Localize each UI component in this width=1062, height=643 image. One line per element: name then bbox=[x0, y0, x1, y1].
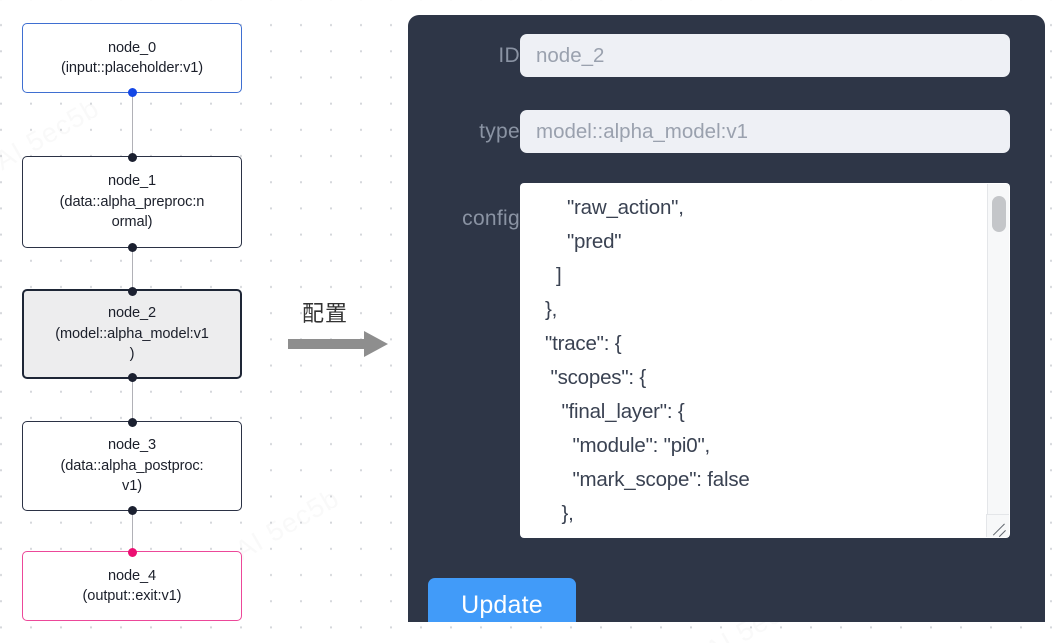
id-field-label: ID bbox=[498, 43, 520, 67]
node-graph[interactable]: node_0 (input::placeholder:v1) node_1 (d… bbox=[0, 0, 400, 643]
node-handle-bottom[interactable] bbox=[127, 505, 137, 515]
node-id-label: node_0 bbox=[107, 39, 157, 56]
node-id-label: node_3 bbox=[107, 437, 157, 454]
node-type-label: (data::alpha_postproc: bbox=[60, 457, 204, 474]
field-row-config: config bbox=[408, 183, 1030, 538]
node-type-label: (model::alpha_model:v1 bbox=[55, 325, 209, 342]
node-handle-top[interactable] bbox=[127, 286, 137, 296]
node-type-label-cont: ormal) bbox=[111, 214, 153, 231]
edge-node1-node2 bbox=[131, 248, 134, 289]
node-handle-bottom[interactable] bbox=[127, 372, 137, 382]
edge-node0-node1 bbox=[131, 93, 134, 156]
type-input[interactable] bbox=[520, 110, 1010, 153]
node-handle-bottom[interactable] bbox=[127, 242, 137, 252]
node-type-label-cont: v1) bbox=[122, 478, 142, 495]
type-field-label: type bbox=[479, 119, 520, 143]
node-type-label: (input::placeholder:v1) bbox=[60, 60, 204, 76]
id-input[interactable] bbox=[520, 34, 1010, 77]
config-editor-wrapper bbox=[520, 183, 1010, 538]
config-field-label: config bbox=[462, 207, 520, 230]
edge-node3-node4 bbox=[131, 511, 134, 551]
node-handle-top[interactable] bbox=[127, 547, 137, 557]
node-id-label: node_1 bbox=[107, 173, 157, 190]
field-row-type: type bbox=[408, 110, 1030, 153]
config-textarea[interactable] bbox=[520, 183, 1010, 538]
config-scrollbar-thumb[interactable] bbox=[992, 196, 1006, 232]
graph-node-node_4[interactable]: node_4 (output::exit:v1) bbox=[22, 547, 242, 621]
node-type-label: (output::exit:v1) bbox=[82, 588, 182, 604]
node-type-label-cont: ) bbox=[129, 346, 135, 363]
graph-node-node_3[interactable]: node_3 (data::alpha_postproc: v1) bbox=[22, 417, 242, 515]
graph-node-node_0[interactable]: node_0 (input::placeholder:v1) bbox=[22, 23, 242, 97]
textarea-resize-handle[interactable] bbox=[986, 514, 1009, 537]
update-button[interactable]: Update bbox=[428, 578, 576, 622]
node-handle-top[interactable] bbox=[127, 152, 137, 162]
edge-node2-node3 bbox=[131, 379, 134, 421]
node-type-label: (data::alpha_preproc:n bbox=[59, 193, 205, 210]
node-id-label: node_4 bbox=[107, 567, 157, 584]
graph-node-node_2[interactable]: node_2 (model::alpha_model:v1 ) bbox=[22, 286, 242, 382]
right-arrow-icon bbox=[288, 331, 388, 357]
field-row-id: ID bbox=[408, 34, 1030, 77]
config-scrollbar-track[interactable] bbox=[987, 184, 1009, 514]
transition-arrow-group: 配置 bbox=[288, 296, 398, 366]
graph-node-node_1[interactable]: node_1 (data::alpha_preproc:n ormal) bbox=[22, 152, 242, 252]
node-handle-top[interactable] bbox=[127, 417, 137, 427]
node-config-panel: ID type config Update bbox=[408, 15, 1045, 622]
arrow-label: 配置 bbox=[302, 302, 349, 327]
node-id-label: node_2 bbox=[107, 305, 157, 322]
node-handle-bottom[interactable] bbox=[127, 87, 137, 97]
